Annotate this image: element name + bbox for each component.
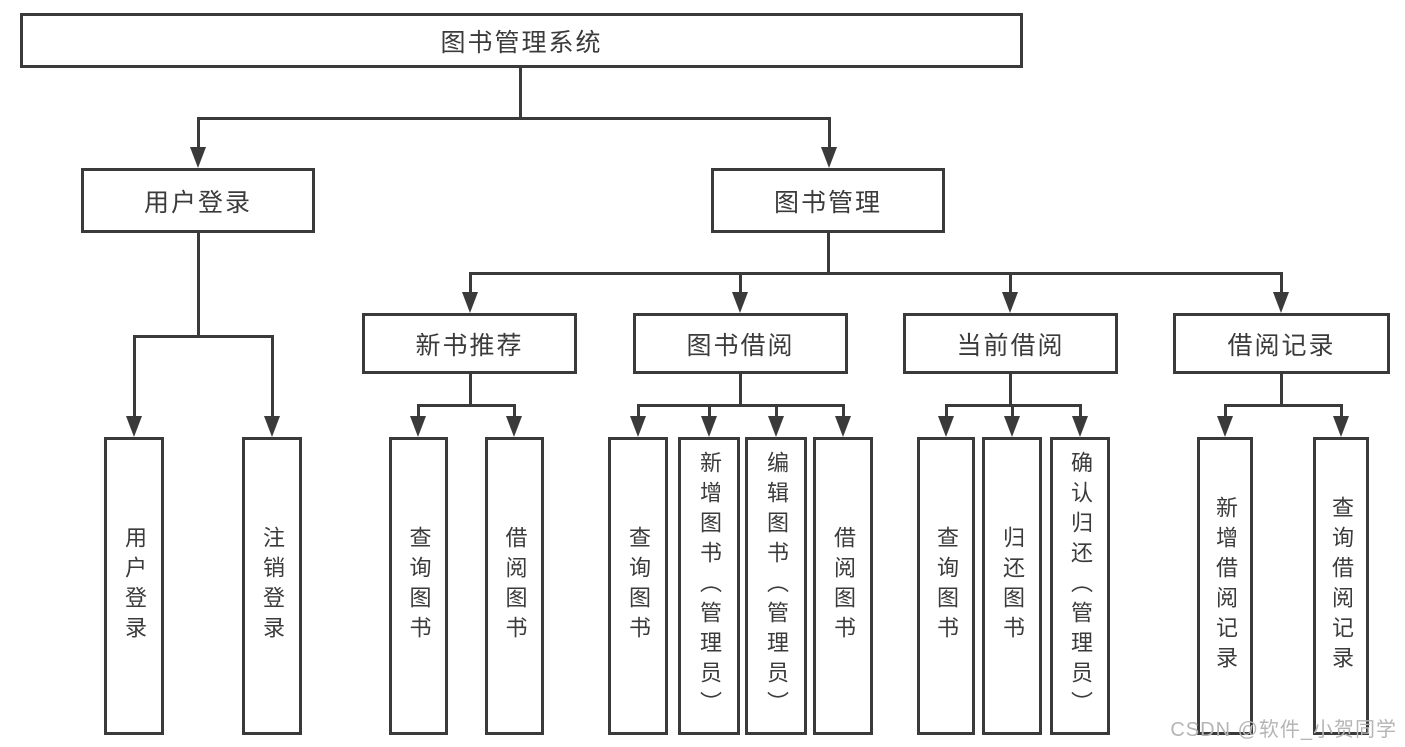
node-leaf-confirm-return: 确认归还（管理员） [1050, 437, 1110, 735]
arrow-down-icon [821, 147, 837, 168]
node-leaf-query-book-c: 查询图书 [917, 437, 975, 735]
node-borrowing-records: 借阅记录 [1173, 313, 1390, 374]
arrow-down-icon [506, 416, 522, 437]
node-book-management: 图书管理 [711, 168, 945, 233]
connector-drop [468, 273, 472, 296]
connector-drop [1008, 273, 1012, 296]
node-label: 注销登录 [260, 526, 285, 646]
arrow-down-icon [938, 416, 954, 437]
arrow-down-icon [630, 416, 646, 437]
connector-bar [636, 403, 845, 407]
connector-drop [738, 273, 742, 296]
node-leaf-borrow-book-b: 借阅图书 [813, 437, 873, 735]
node-label: 归还图书 [1000, 526, 1025, 646]
connector-bar [468, 271, 1283, 275]
node-new-book-recommend: 新书推荐 [362, 313, 577, 374]
arrow-down-icon [1273, 292, 1289, 313]
connector-drop [944, 405, 948, 420]
node-leaf-query-book-b: 查询图书 [608, 437, 668, 735]
node-leaf-add-book: 新增图书（管理员） [678, 437, 740, 735]
node-label: 查询图书 [626, 526, 651, 646]
node-label: 图书借阅 [686, 331, 795, 360]
node-label: 图书管理 [773, 188, 882, 217]
arrow-down-icon [410, 416, 426, 437]
connector-drop [1339, 405, 1343, 420]
node-label: 新增图书（管理员） [697, 451, 722, 721]
connector-drop [774, 405, 778, 420]
node-label: 用户登录 [122, 526, 147, 646]
node-book-borrowing: 图书借阅 [633, 313, 848, 374]
connector-stem [826, 233, 830, 275]
arrow-down-icon [1072, 416, 1088, 437]
node-label: 新增借阅记录 [1213, 496, 1238, 676]
arrow-down-icon [1002, 292, 1018, 313]
arrow-down-icon [190, 147, 206, 168]
connector-drop [636, 405, 640, 420]
connector-drop [1010, 405, 1014, 420]
node-label: 确认归还（管理员） [1068, 451, 1093, 721]
connector-drop [416, 405, 420, 420]
connector-bar [416, 403, 516, 407]
connector-stem [196, 233, 200, 338]
arrow-down-icon [732, 292, 748, 313]
connector-drop [132, 336, 136, 420]
node-label: 借阅记录 [1227, 331, 1336, 360]
connector-drop [196, 118, 200, 151]
node-label: 编辑图书（管理员） [764, 451, 789, 721]
node-leaf-query-book-a: 查询图书 [389, 437, 448, 735]
arrow-down-icon [1217, 416, 1233, 437]
watermark-text: CSDN @软件_小贺同学 [1170, 719, 1397, 741]
connector-bar [1223, 403, 1343, 407]
node-label: 当前借阅 [956, 331, 1065, 360]
node-label: 图书管理系统 [440, 28, 603, 57]
connector-bar [132, 334, 274, 338]
arrow-down-icon [1333, 416, 1349, 437]
arrow-down-icon [701, 416, 717, 437]
node-current-borrowing: 当前借阅 [903, 313, 1118, 374]
arrow-down-icon [1004, 416, 1020, 437]
connector-stem [1008, 374, 1012, 407]
connector-drop [1078, 405, 1082, 420]
connector-drop [512, 405, 516, 420]
arrow-down-icon [768, 416, 784, 437]
connector-stem [738, 374, 742, 407]
connector-drop [841, 405, 845, 420]
connector-stem [1279, 374, 1283, 407]
node-leaf-edit-book: 编辑图书（管理员） [745, 437, 807, 735]
connector-stem [468, 374, 472, 407]
connector-drop [1279, 273, 1283, 296]
arrow-down-icon [835, 416, 851, 437]
node-label: 查询图书 [406, 526, 432, 646]
arrow-down-icon [126, 416, 142, 437]
connector-drop [827, 118, 831, 151]
node-root: 图书管理系统 [20, 13, 1023, 68]
node-label: 查询借阅记录 [1329, 496, 1354, 676]
connector-drop [1223, 405, 1227, 420]
connector-stem [518, 68, 522, 120]
node-label: 用户登录 [143, 188, 252, 217]
node-leaf-user-login: 用户登录 [104, 437, 164, 735]
arrow-down-icon [462, 292, 478, 313]
node-user-login: 用户登录 [81, 168, 315, 233]
node-leaf-logout: 注销登录 [242, 437, 302, 735]
connector-bar [196, 116, 831, 120]
connector-drop [707, 405, 711, 420]
node-label: 新书推荐 [415, 331, 524, 360]
node-label: 借阅图书 [502, 526, 528, 646]
arrow-down-icon [264, 416, 280, 437]
node-leaf-query-borrow-record: 查询借阅记录 [1313, 437, 1369, 735]
node-leaf-borrow-book-a: 借阅图书 [485, 437, 544, 735]
connector-drop [270, 336, 274, 420]
node-label: 借阅图书 [831, 526, 856, 646]
node-leaf-return-book: 归还图书 [982, 437, 1042, 735]
node-leaf-add-borrow-record: 新增借阅记录 [1197, 437, 1253, 735]
node-label: 查询图书 [934, 526, 959, 646]
